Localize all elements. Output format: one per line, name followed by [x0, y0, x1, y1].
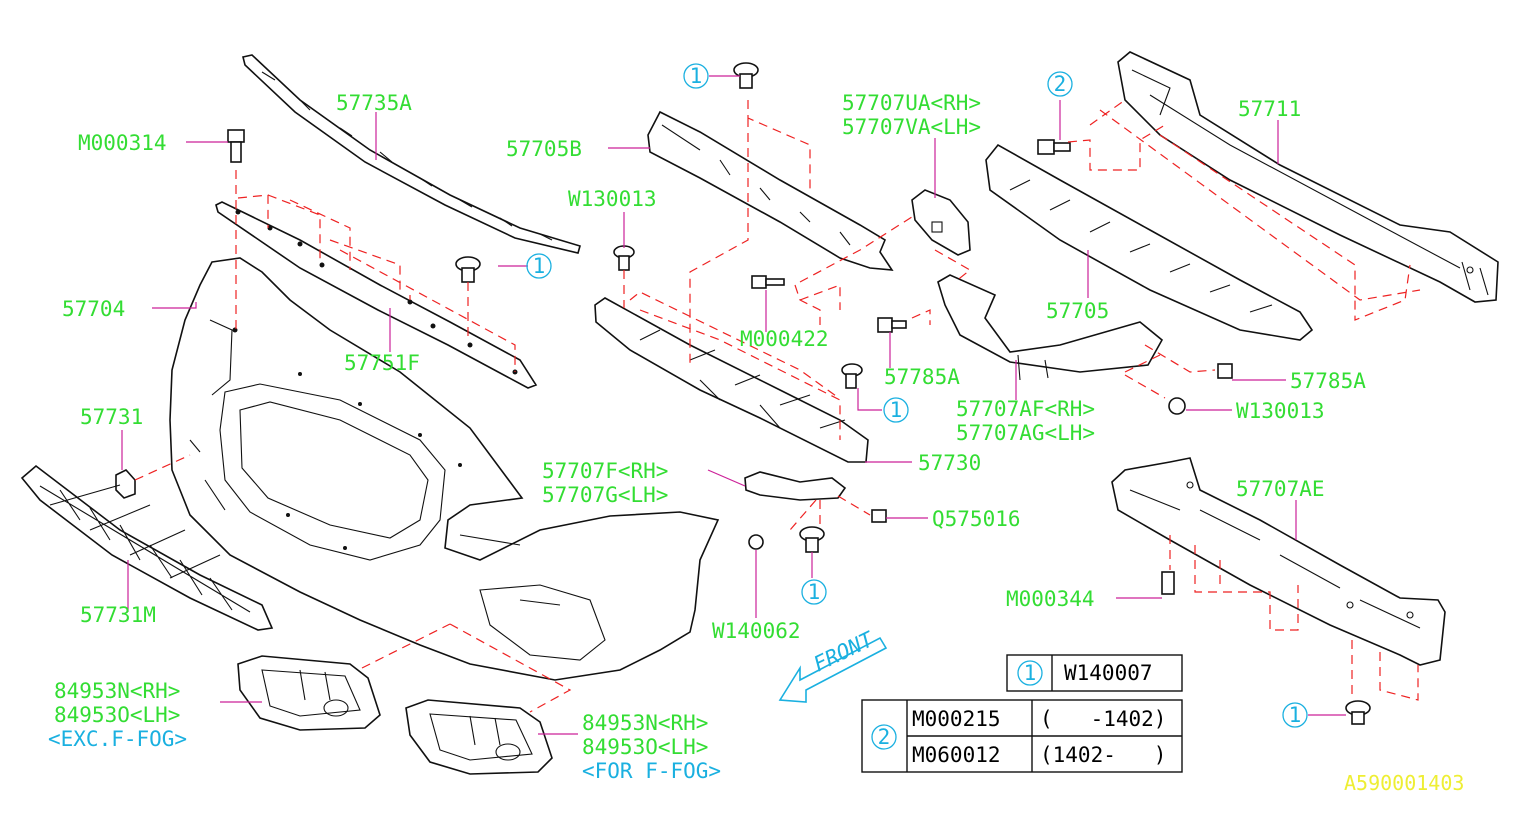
legend-ref-2: 2 [878, 725, 891, 749]
legend-range-b: (1402- ) [1040, 743, 1166, 767]
label-57785a-b: 57785A [1290, 369, 1366, 393]
label-exc-fog: <EXC.F-FOG> [48, 727, 187, 751]
part-57735a-strip [242, 54, 581, 254]
legend-table: 1 W140007 2 M000215 ( -1402) M060012 (14… [861, 654, 1183, 773]
fastener-clip-57705b [733, 62, 759, 89]
label-57704: 57704 [62, 297, 125, 321]
label-57707va: 57707VA<LH> [842, 115, 981, 139]
callout-number: 1 [690, 64, 703, 88]
callout-clip-57705b: 1 [683, 63, 709, 89]
callout-number: 1 [890, 398, 903, 422]
label-m000422: M000422 [740, 327, 829, 351]
part-57730-absorber [594, 297, 869, 463]
label-57707f: 57707F<RH> [542, 459, 668, 483]
part-84953-fog-cover-for [405, 699, 553, 775]
callout-number: 1 [808, 580, 821, 604]
label-57731: 57731 [80, 405, 143, 429]
fastener-m000422 [751, 275, 785, 289]
fastener-w130013-a [613, 245, 635, 271]
callout-clip-low: 1 [801, 579, 827, 605]
part-57705b-beam [647, 110, 894, 271]
part-57704-bumper-cover [169, 257, 720, 681]
label-w130013-b: W130013 [1236, 399, 1325, 423]
fastener-m000344 [1161, 571, 1175, 595]
callout-number: 1 [533, 254, 546, 278]
fastener-57785a-b [1217, 363, 1233, 379]
part-57711-reinforcement [1117, 51, 1499, 303]
fastener-m-bolt-2 [1037, 139, 1071, 155]
part-57707af-bracket [937, 274, 1164, 381]
fastener-w130013-b [1168, 397, 1186, 415]
callout-clip-57751f: 1 [526, 253, 552, 279]
label-57707ua: 57707UA<RH> [842, 91, 981, 115]
label-57731m: 57731M [80, 603, 156, 627]
label-57705b: 57705B [506, 137, 582, 161]
part-57707ae-member [1111, 457, 1446, 666]
fastener-q575016 [871, 509, 887, 523]
label-84953n-exc: 84953N<RH> [54, 679, 180, 703]
label-57735a: 57735A [336, 91, 412, 115]
fastener-clip-57730 [841, 363, 863, 389]
label-w130013-a: W130013 [568, 187, 657, 211]
label-57785a-a: 57785A [884, 365, 960, 389]
callout-bolt-57711: 2 [1047, 71, 1073, 97]
label-57705: 57705 [1046, 299, 1109, 323]
label-57707ag: 57707AG<LH> [956, 421, 1095, 445]
legend-part-w140007: W140007 [1064, 661, 1153, 685]
fastener-clip-low [799, 526, 825, 553]
label-m000314: M000314 [78, 131, 167, 155]
part-57751f-strip [215, 201, 538, 389]
part-84953-fog-cover-exc [237, 655, 381, 731]
assembly-lines [134, 99, 1421, 713]
label-m000344: M000344 [1006, 587, 1095, 611]
callout-number: 2 [1054, 72, 1067, 96]
fastener-w140062 [748, 534, 764, 550]
part-57707ua-bracket [911, 189, 971, 256]
part-57705-beam [985, 143, 1314, 341]
label-57711: 57711 [1238, 97, 1301, 121]
front-label: FRONT [810, 627, 879, 677]
legend-part-m000215: M000215 [912, 707, 1001, 731]
label-57707g: 57707G<LH> [542, 483, 668, 507]
label-84953o-for: 84953O<LH> [582, 735, 708, 759]
fastener-m000314 [227, 129, 245, 163]
label-57751f: 57751F [344, 351, 420, 375]
fastener-clip-57751f [455, 256, 481, 283]
legend-ref-1: 1 [1024, 661, 1037, 685]
fastener-bottom-clip [1345, 700, 1371, 725]
label-84953o-exc: 84953O<LH> [54, 703, 180, 727]
diagram-reference-number: A590001403 [1344, 771, 1464, 795]
callout-number: 1 [1289, 703, 1302, 727]
callout-clip-bottom: 1 [1282, 702, 1308, 728]
label-for-fog: <FOR F-FOG> [582, 759, 721, 783]
part-57731m-grille [20, 464, 274, 631]
callout-clip-57730: 1 [883, 397, 909, 423]
label-57707af: 57707AF<RH> [956, 397, 1095, 421]
label-w140062: W140062 [712, 619, 801, 643]
label-57730: 57730 [918, 451, 981, 475]
fastener-57785a-a [877, 317, 907, 333]
part-57707f-bracket [744, 471, 847, 501]
legend-range-a: ( -1402) [1040, 707, 1166, 731]
leader-lines [121, 75, 1346, 735]
label-q575016: Q575016 [932, 507, 1021, 531]
part-57731-cap [115, 469, 136, 499]
legend-part-m060012: M060012 [912, 743, 1001, 767]
label-57707ae: 57707AE [1236, 477, 1325, 501]
label-84953n-for: 84953N<RH> [582, 711, 708, 735]
